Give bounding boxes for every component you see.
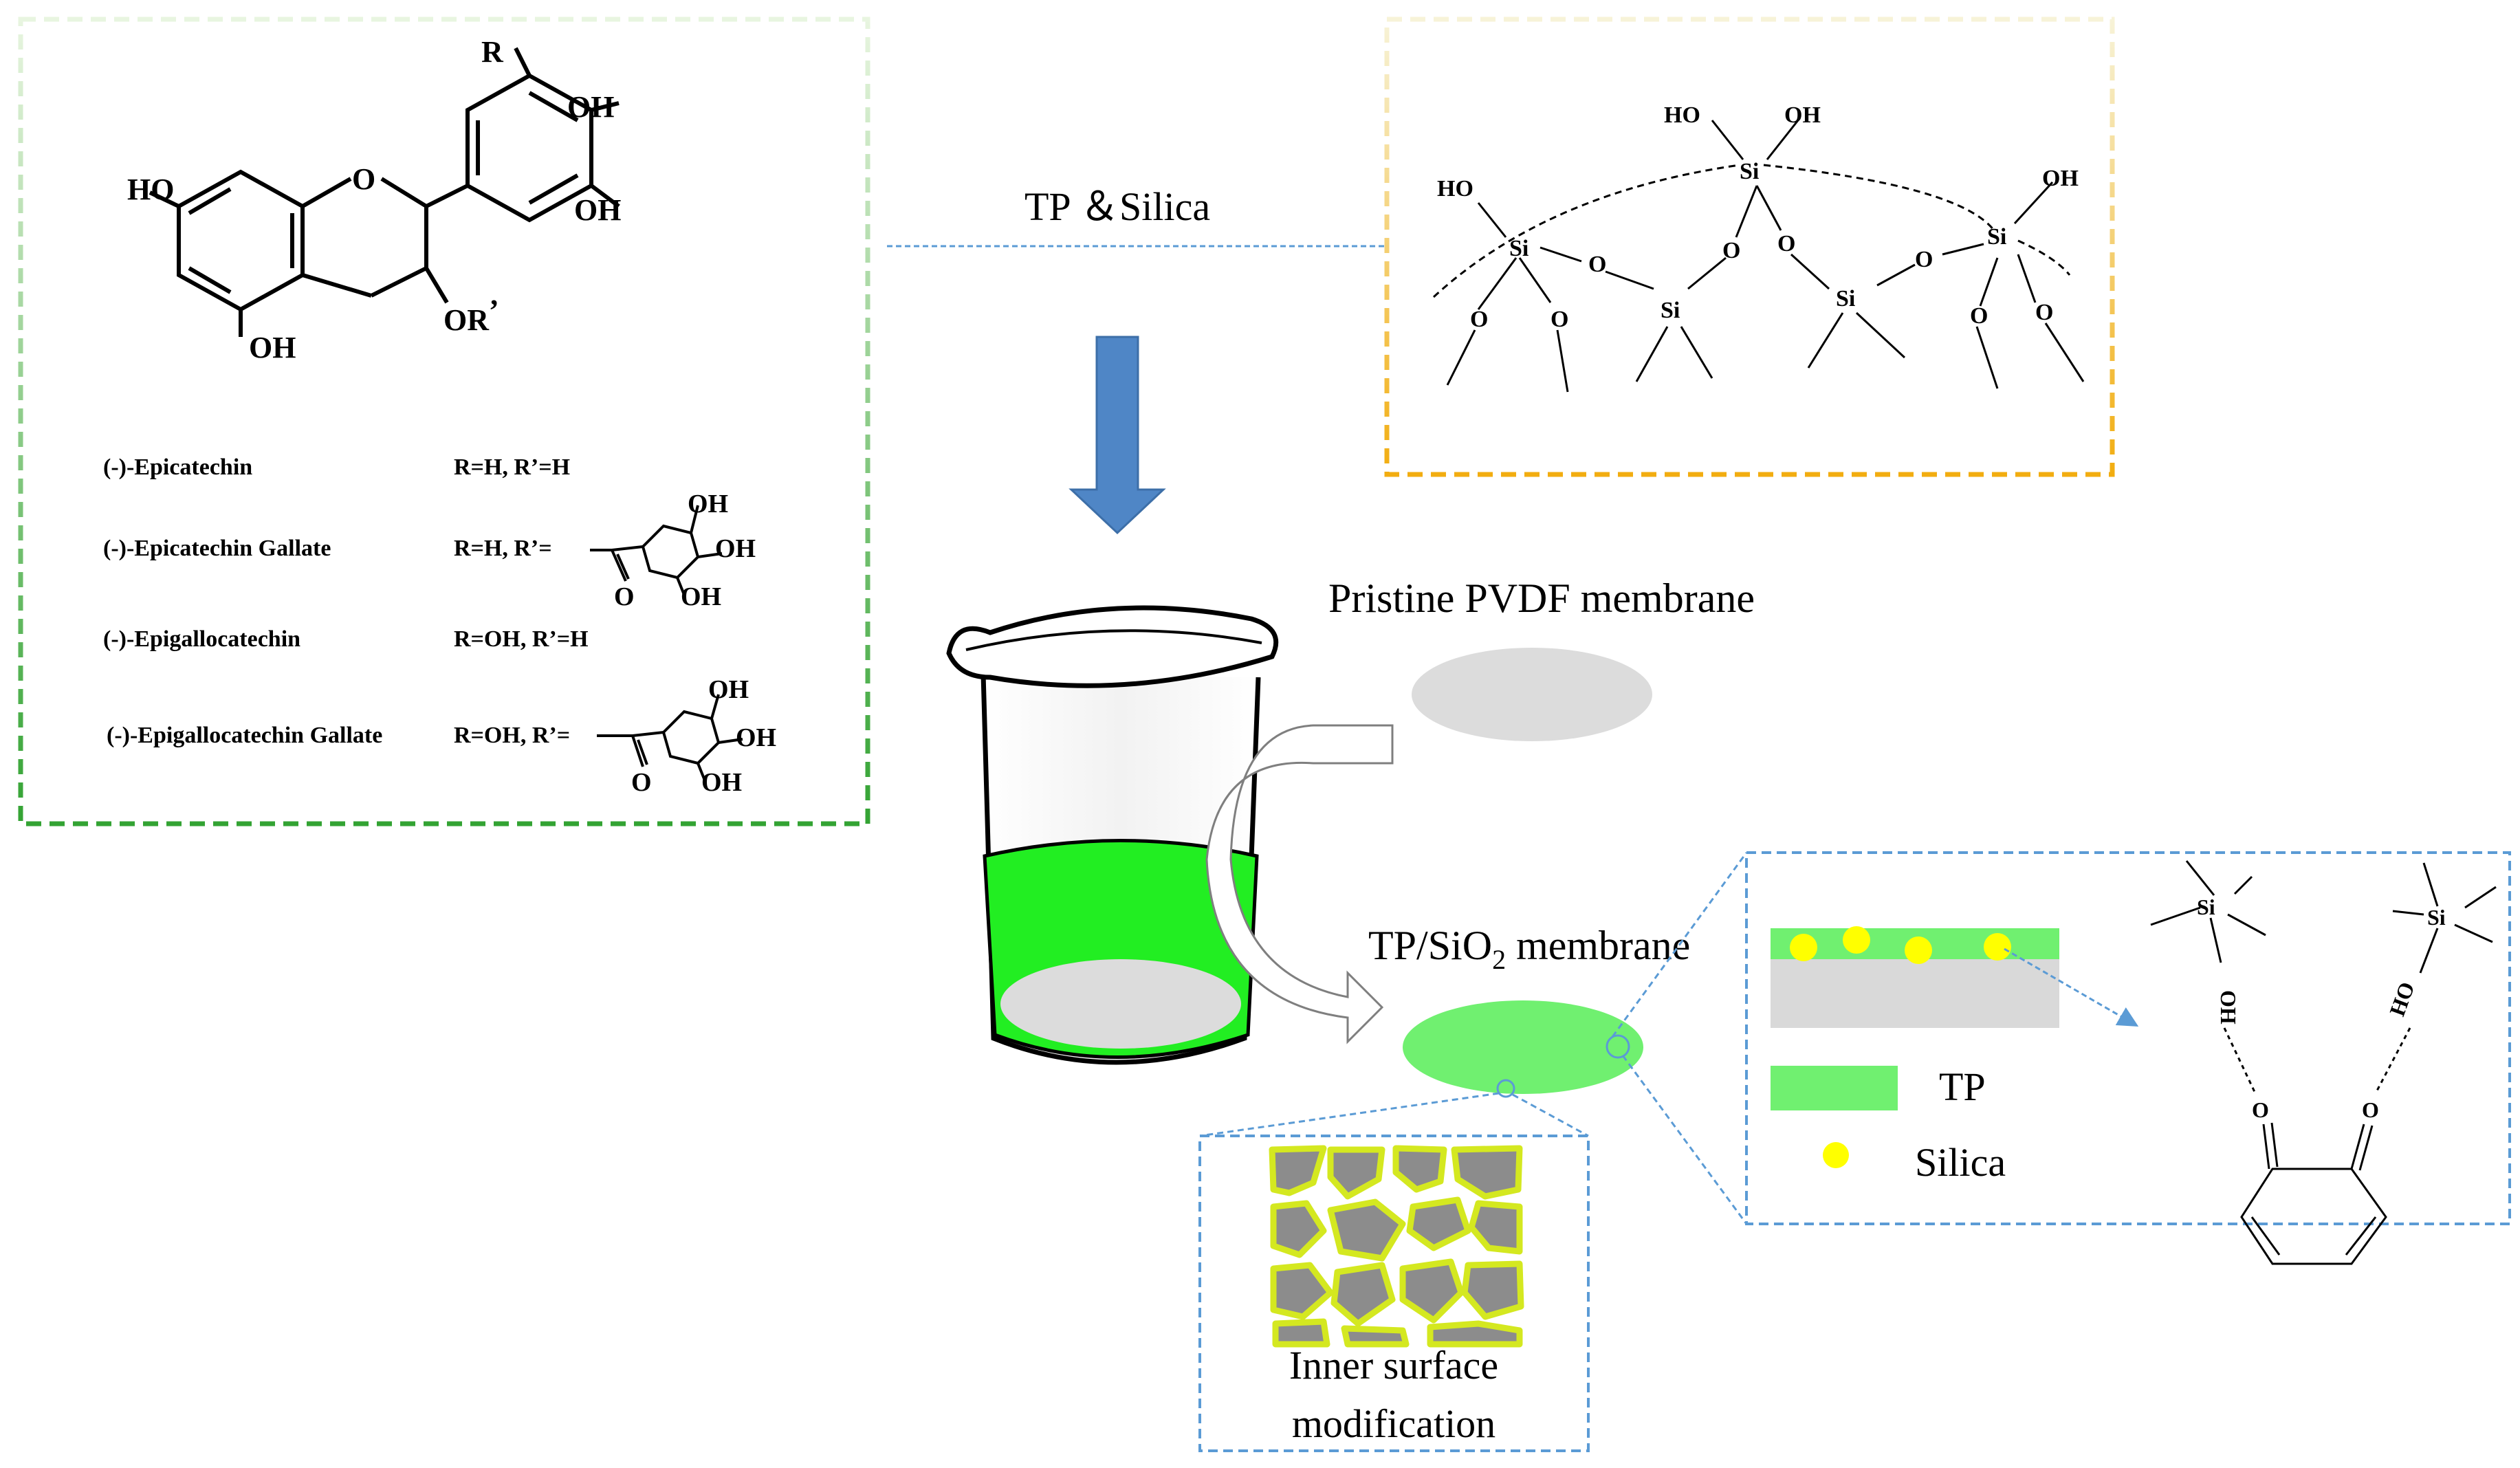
si-right: Si (1987, 224, 2006, 250)
compound-name-3: (-)-Epigallocatechin (103, 626, 300, 652)
galloyl2-OH-top: OH (708, 675, 749, 704)
silica-atom-labels: Si Si Si Si Si HO OH HO OH O O O O O O O… (1437, 102, 2079, 332)
catechin-atom-labels: R OH OH HO O OH ORʼ (127, 35, 621, 364)
label-R: R (481, 35, 504, 69)
pristine-membrane-group: Pristine PVDF membrane (1328, 576, 1755, 741)
interaction-atom-labels: Si Si OH HO O O (2197, 895, 2446, 1122)
zoom-arrow (2004, 947, 2139, 1027)
galloyl-group-2: OH OH OH O (597, 675, 776, 797)
interaction-bonds (2150, 860, 2497, 1265)
interaction-si-left: Si (2197, 895, 2215, 919)
si-midleft: Si (1661, 298, 1680, 323)
legend-tp-swatch (1771, 1066, 1898, 1110)
ho-left: HO (1437, 176, 1473, 201)
reagent-connector: TP ＆Silica (887, 184, 1389, 248)
label-HO-left: HO (127, 173, 174, 206)
galloyl2-OH-mid: OH (736, 723, 776, 752)
galloyl1-OH-mid: OH (715, 534, 756, 563)
o-bridge-2: O (1722, 238, 1740, 263)
modified-membrane (1403, 1000, 1643, 1094)
compound-name-4: (-)-Epigallocatechin Gallate (107, 723, 382, 748)
galloyl1-OH-top: OH (688, 490, 728, 518)
ho-central: HO (1664, 102, 1700, 128)
o-bridge-4: O (1915, 247, 1933, 272)
silica-network-panel: Si Si Si Si Si HO OH HO OH O O O O O O O… (1384, 17, 2115, 477)
o-bridge-3: O (1777, 231, 1795, 256)
transfer-arrow (1205, 724, 1394, 1044)
silica-bonds (1432, 120, 2085, 393)
galloyl2-OH-bot: OH (701, 768, 742, 797)
galloyl1-O: O (614, 582, 635, 611)
o-right-2: O (2035, 300, 2053, 325)
interaction-ho-right: HO (2385, 978, 2420, 1019)
interaction-o-right: O (2362, 1097, 2379, 1122)
porous-structure (1269, 1145, 1524, 1348)
catechin-panel-border (18, 17, 870, 826)
inner-surface-line1: Inner surface (1289, 1343, 1498, 1388)
compound-list: (-)-Epicatechin R=H, R’=H (-)-Epicatechi… (103, 454, 589, 748)
compound-subst-2: R=H, R’= (454, 536, 552, 561)
interaction-o-left: O (2252, 1097, 2269, 1122)
compound-name-1: (-)-Epicatechin (103, 454, 252, 480)
si-midright: Si (1836, 286, 1855, 311)
surface-interaction-inset: TP Silica (1745, 851, 2511, 1265)
compound-subst-3: R=OH, R’=H (454, 626, 589, 652)
membrane-layer (1771, 959, 2059, 1028)
zoom-point-surface (1606, 1034, 1630, 1059)
interaction-si-right: Si (2427, 905, 2446, 930)
o-bridge-1: O (1588, 252, 1606, 277)
interaction-oh-left: OH (2216, 990, 2241, 1025)
label-OR: ORʼ (443, 294, 499, 337)
galloyl2-O: O (631, 768, 652, 797)
oh-central: OH (1784, 102, 1821, 128)
membrane-in-beaker (1000, 959, 1241, 1049)
compound-name-2: (-)-Epicatechin Gallate (103, 536, 331, 561)
legend-tp-label: TP (1939, 1064, 1986, 1109)
legend-silica-swatch (1823, 1142, 1849, 1168)
catechin-panel: R OH OH HO O OH ORʼ (-)-Epicatechin R=H,… (18, 17, 870, 826)
modified-membrane-label: TP/SiO2 membrane (1368, 923, 1690, 975)
modified-membrane-group: TP/SiO2 membrane (1199, 852, 1748, 1225)
surface-inset-border (1745, 851, 2511, 1225)
si-central: Si (1740, 159, 1759, 184)
silica-particle (1790, 934, 1817, 961)
beaker (946, 605, 1279, 1065)
label-OH-bottom: OH (249, 331, 296, 364)
pristine-membrane-label: Pristine PVDF membrane (1328, 576, 1755, 621)
down-arrow (1069, 336, 1166, 535)
legend-silica-label: Silica (1915, 1140, 2006, 1185)
inner-surface-border (1198, 1135, 1590, 1452)
o-left-1: O (1470, 307, 1488, 332)
si-left: Si (1509, 236, 1529, 261)
pristine-membrane (1412, 648, 1652, 741)
label-OH-right: OH (574, 193, 621, 227)
silica-particle (1843, 926, 1870, 954)
oh-right: OH (2042, 166, 2079, 191)
catechin-structure (149, 47, 620, 337)
silica-particle (1905, 936, 1932, 964)
galloyl1-OH-bot: OH (681, 582, 721, 611)
o-left-2: O (1551, 307, 1568, 332)
zoom-point-inner (1496, 1079, 1515, 1098)
inner-surface-inset: Inner surface modification (1198, 1135, 1590, 1452)
label-OH-top: OH (567, 90, 614, 124)
o-right-1: O (1970, 303, 1988, 329)
inner-surface-line2: modification (1292, 1401, 1495, 1446)
reagent-label: TP ＆Silica (1025, 184, 1210, 229)
silica-panel-border (1384, 17, 2115, 477)
compound-subst-4: R=OH, R’= (454, 723, 570, 748)
label-ring-O: O (352, 162, 375, 196)
compound-subst-1: R=H, R’=H (454, 454, 570, 480)
silica-particle (1984, 933, 2011, 961)
galloyl-group-1: OH OH OH O (590, 490, 756, 611)
